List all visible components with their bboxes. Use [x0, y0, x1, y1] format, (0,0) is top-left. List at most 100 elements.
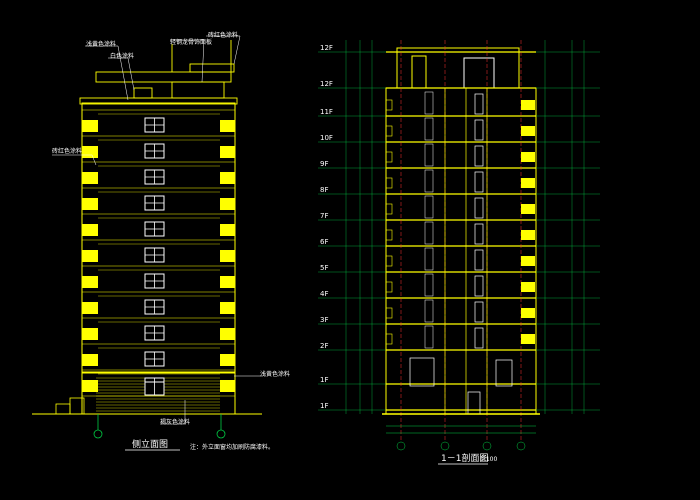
- balcony-right: [220, 380, 235, 392]
- section-level-label: 1F: [320, 376, 328, 384]
- section-bottom-dimensions: [386, 425, 536, 451]
- section-title: 1－1剖面图: [441, 452, 488, 464]
- section-left-balcony: [385, 151, 393, 163]
- balcony-left: [82, 380, 98, 392]
- section-door: [424, 221, 434, 245]
- balcony-right: [220, 250, 235, 262]
- elevation-title: 侧立面图: [132, 438, 168, 450]
- section-door: [474, 171, 484, 193]
- section-door: [474, 327, 484, 349]
- section-level-label: 1F: [320, 402, 328, 410]
- label-base: 褐灰色涂料: [160, 418, 190, 426]
- elevation-window: [144, 169, 165, 185]
- elevation-window: [144, 247, 165, 263]
- elevation-axis-markers: [93, 414, 226, 439]
- section-level-label: 5F: [320, 264, 328, 272]
- section-door: [424, 195, 434, 219]
- balcony-left: [82, 172, 98, 184]
- roof-structures: [79, 40, 238, 105]
- section-balcony: [521, 178, 535, 188]
- balcony-left: [82, 198, 98, 210]
- section-left-balcony: [385, 307, 393, 319]
- elevation-window: [144, 143, 165, 159]
- section-balcony: [521, 308, 535, 318]
- section-balcony: [521, 230, 535, 240]
- section-door: [474, 197, 484, 219]
- section-left-balcony: [385, 203, 393, 215]
- section-level-label: 12F: [320, 44, 333, 52]
- balcony-left: [82, 328, 98, 340]
- balcony-right: [220, 224, 235, 236]
- side-elevation: 砖红色涂料 轻钢龙骨饰面板 浅黄色涂料 白色涂料 砖红色涂料 浅黄色涂料 褐灰色…: [32, 31, 290, 451]
- section-right-balconies: [385, 99, 535, 345]
- balcony-left: [82, 302, 98, 314]
- section-balcony: [521, 334, 535, 344]
- section-left-balcony: [385, 281, 393, 293]
- section-level-label: 12F: [320, 80, 333, 88]
- section-left-balcony: [385, 229, 393, 241]
- section-door: [424, 247, 434, 271]
- section-floor-slabs: [386, 51, 536, 411]
- label-beige: 浅黄色涂料: [86, 40, 116, 48]
- section-door: [474, 223, 484, 245]
- section-balcony: [521, 256, 535, 266]
- balcony-right: [220, 198, 235, 210]
- section-interior-walls: [444, 88, 488, 414]
- elevation-window: [144, 325, 165, 341]
- label-base-right: 浅黄色涂料: [260, 370, 290, 378]
- tower-body: [81, 102, 236, 374]
- section-level-label: 3F: [320, 316, 328, 324]
- section-door: [424, 117, 434, 141]
- section-right-dimensions: [544, 40, 585, 414]
- section-door: [424, 143, 434, 167]
- section-level-label: 7F: [320, 212, 328, 220]
- balcony-left: [82, 120, 98, 132]
- elevation-window: [144, 221, 165, 237]
- section-ground-openings: [409, 357, 513, 415]
- elevation-balconies: [82, 113, 235, 392]
- label-left: 砖红色涂料: [52, 147, 82, 155]
- elevation-window: [144, 381, 165, 396]
- section-right-level-ticks: [536, 51, 600, 411]
- section-level-label: 2F: [320, 342, 328, 350]
- section-level-label: 4F: [320, 290, 328, 298]
- balcony-left: [82, 224, 98, 236]
- elevation-window: [144, 351, 165, 367]
- section-door: [424, 299, 434, 323]
- section-building-outline: [385, 47, 537, 415]
- section-door: [474, 145, 484, 167]
- section-level-label: 9F: [320, 160, 328, 168]
- section-door: [474, 93, 484, 115]
- section-door: [424, 325, 434, 349]
- elevation-window: [144, 273, 165, 289]
- balcony-right: [220, 276, 235, 288]
- section-door: [474, 301, 484, 323]
- balcony-left: [82, 146, 98, 158]
- section-level-label: 6F: [320, 238, 328, 246]
- label-top-right: 砖红色涂料: [208, 31, 238, 39]
- section-door: [474, 275, 484, 297]
- section-level-label: 11F: [320, 108, 333, 116]
- section-scale: 1:100: [480, 456, 497, 463]
- label-white: 白色涂料: [110, 52, 134, 60]
- section-left-balcony: [385, 99, 393, 111]
- balcony-right: [220, 354, 235, 366]
- section-balcony: [521, 204, 535, 214]
- section-left-balcony: [385, 333, 393, 345]
- balcony-right: [220, 120, 235, 132]
- balcony-right: [220, 302, 235, 314]
- section-door: [474, 249, 484, 271]
- balcony-left: [82, 276, 98, 288]
- section-doors: [424, 91, 484, 349]
- section-door: [424, 273, 434, 297]
- balcony-right: [220, 172, 235, 184]
- label-cornice: 轻钢龙骨饰面板: [170, 38, 212, 46]
- section-door: [424, 169, 434, 193]
- section-balcony: [521, 100, 535, 110]
- elevation-note: 注：外立面窗均加刷防腐漆料。: [190, 443, 274, 451]
- balcony-left: [82, 354, 98, 366]
- section-level-label: 8F: [320, 186, 328, 194]
